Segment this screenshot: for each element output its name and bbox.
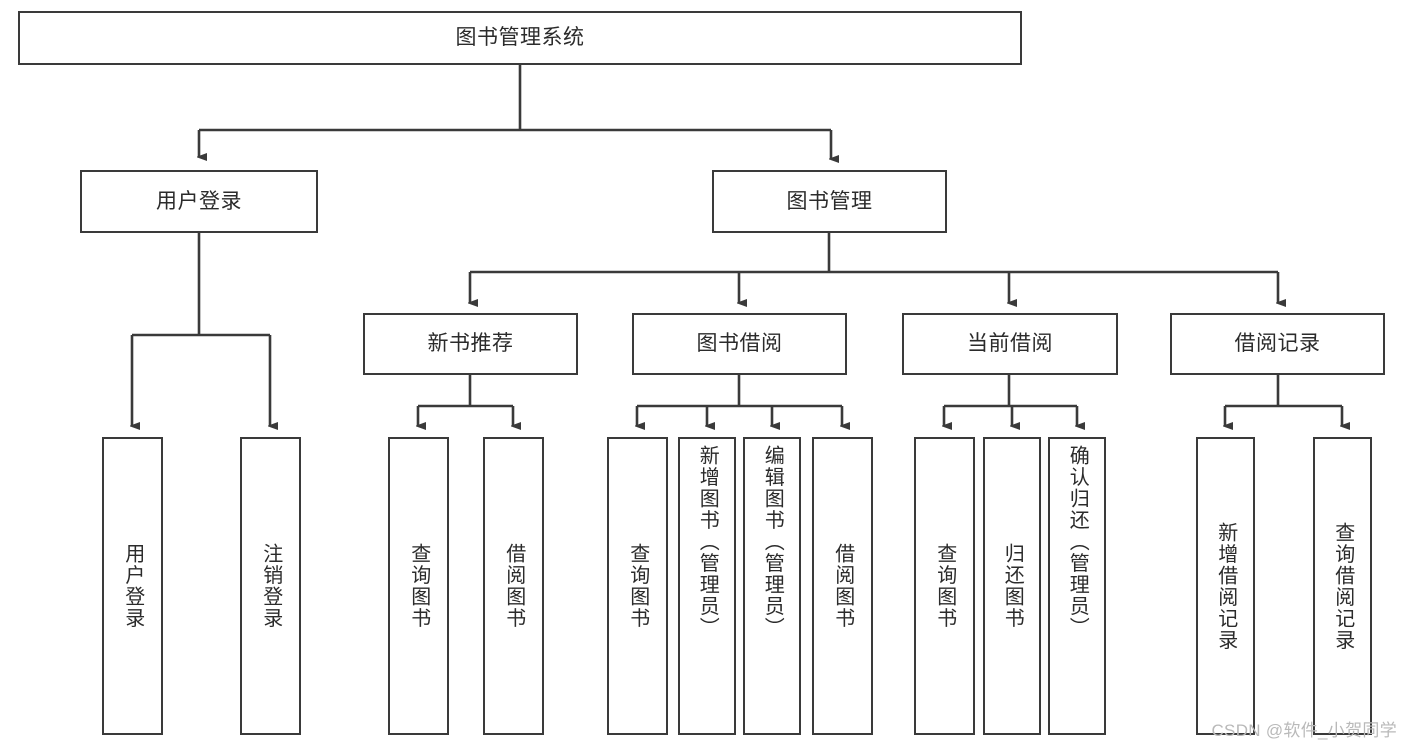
node-current-borrow[interactable]: 当前借阅 — [902, 313, 1118, 375]
leaf-label: 查询图书 — [407, 543, 430, 629]
leaf-label: 新增借阅记录 — [1214, 521, 1237, 651]
leaf-label: 确认归还（管理员） — [1066, 445, 1089, 639]
leaf-borrow-add-book-admin[interactable]: 新增图书（管理员） — [678, 437, 736, 735]
leaf-label: 编辑图书（管理员） — [761, 445, 784, 639]
leaf-label: 查询借阅记录 — [1331, 521, 1354, 651]
leaf-record-add-borrow-record[interactable]: 新增借阅记录 — [1196, 437, 1255, 735]
node-label: 新书推荐 — [427, 332, 514, 356]
leaf-recommend-borrow-book[interactable]: 借阅图书 — [483, 437, 544, 735]
leaf-current-confirm-return-admin[interactable]: 确认归还（管理员） — [1048, 437, 1106, 735]
node-book-management[interactable]: 图书管理 — [712, 170, 947, 233]
node-book-borrow[interactable]: 图书借阅 — [632, 313, 847, 375]
node-label: 图书管理系统 — [455, 26, 585, 50]
node-new-book-recommend[interactable]: 新书推荐 — [363, 313, 578, 375]
node-borrow-record[interactable]: 借阅记录 — [1170, 313, 1385, 375]
leaf-label: 借阅图书 — [831, 543, 854, 629]
leaf-user-login-signin[interactable]: 用户登录 — [102, 437, 163, 735]
leaf-label: 注销登录 — [259, 543, 282, 629]
leaf-label: 归还图书 — [1001, 543, 1024, 629]
leaf-recommend-query-book[interactable]: 查询图书 — [388, 437, 449, 735]
node-user-login[interactable]: 用户登录 — [80, 170, 318, 233]
leaf-borrow-borrow-book[interactable]: 借阅图书 — [812, 437, 873, 735]
leaf-label: 查询图书 — [933, 543, 956, 629]
leaf-borrow-edit-book-admin[interactable]: 编辑图书（管理员） — [743, 437, 801, 735]
node-label: 图书借阅 — [696, 332, 783, 356]
node-label: 借阅记录 — [1234, 332, 1321, 356]
node-root-book-management-system[interactable]: 图书管理系统 — [18, 11, 1022, 65]
leaf-label: 用户登录 — [121, 543, 144, 629]
leaf-current-return-book[interactable]: 归还图书 — [983, 437, 1041, 735]
leaf-user-login-signout[interactable]: 注销登录 — [240, 437, 301, 735]
leaf-label: 查询图书 — [626, 543, 649, 629]
csdn-watermark: CSDN @软件_小贺同学 — [1211, 721, 1397, 740]
leaf-borrow-query-book[interactable]: 查询图书 — [607, 437, 668, 735]
leaf-current-query-book[interactable]: 查询图书 — [914, 437, 975, 735]
node-label: 图书管理 — [786, 189, 873, 213]
node-label: 用户登录 — [156, 189, 242, 213]
leaf-label: 借阅图书 — [502, 543, 525, 629]
node-label: 当前借阅 — [967, 332, 1053, 356]
leaf-record-query-borrow-record[interactable]: 查询借阅记录 — [1313, 437, 1372, 735]
leaf-label: 新增图书（管理员） — [696, 445, 719, 639]
